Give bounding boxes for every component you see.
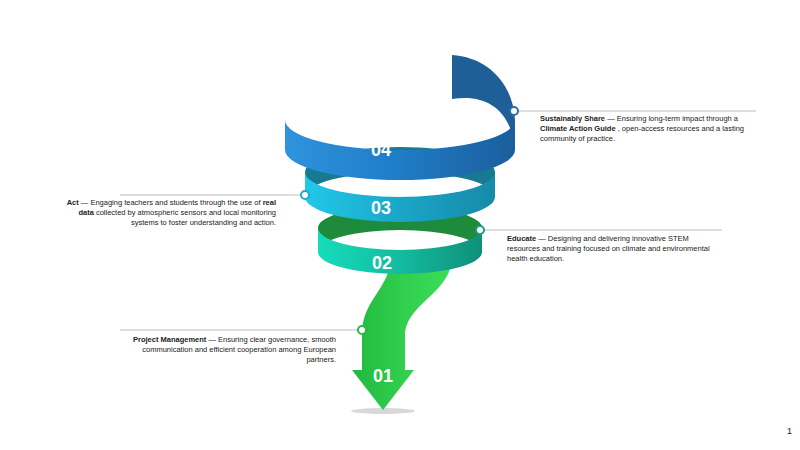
leader-dot bbox=[510, 107, 518, 115]
callout-number: 01 bbox=[373, 366, 393, 387]
callout-text: — Designing and delivering innovative ST… bbox=[507, 234, 710, 263]
callout-text: — Engaging teachers and students through… bbox=[81, 198, 261, 207]
callout-block: Sustainably Share — Ensuring long-term i… bbox=[540, 114, 758, 144]
band-shape bbox=[280, 88, 520, 184]
callout-heading: Act bbox=[67, 198, 79, 207]
callout-block: Project Management — Ensuring clear gove… bbox=[118, 335, 336, 365]
callout-block: Educate — Designing and delivering innov… bbox=[507, 234, 712, 264]
leader-dot bbox=[476, 226, 484, 234]
callout-heading: Climate Action Guide bbox=[540, 124, 616, 133]
callout-number: 03 bbox=[371, 198, 391, 219]
band-fill bbox=[318, 228, 482, 274]
callout-block: Act — Engaging teachers and students thr… bbox=[52, 198, 276, 228]
leader-dot bbox=[301, 191, 309, 199]
callout-heading: Educate bbox=[507, 234, 536, 243]
band-segment: 04 bbox=[280, 88, 520, 184]
leader-line bbox=[514, 111, 756, 112]
callout-text: — Ensuring long-term impact through a bbox=[607, 114, 738, 123]
page-number-box: 1 bbox=[770, 425, 792, 437]
callout-number: 02 bbox=[372, 253, 392, 274]
callout-number: 04 bbox=[371, 140, 391, 161]
page-number: 1 bbox=[787, 426, 792, 436]
callout-heading: Project Management bbox=[133, 335, 206, 344]
leader-line bbox=[480, 230, 722, 231]
callout-text: collected by atmospheric sensors and loc… bbox=[96, 208, 276, 227]
leader-dot bbox=[358, 326, 366, 334]
band-fill bbox=[352, 250, 452, 410]
leader-line bbox=[120, 195, 305, 196]
leader-line bbox=[120, 330, 362, 331]
callout-heading: Sustainably Share bbox=[540, 114, 605, 123]
band-fill bbox=[285, 120, 515, 180]
band-fill bbox=[305, 172, 495, 222]
